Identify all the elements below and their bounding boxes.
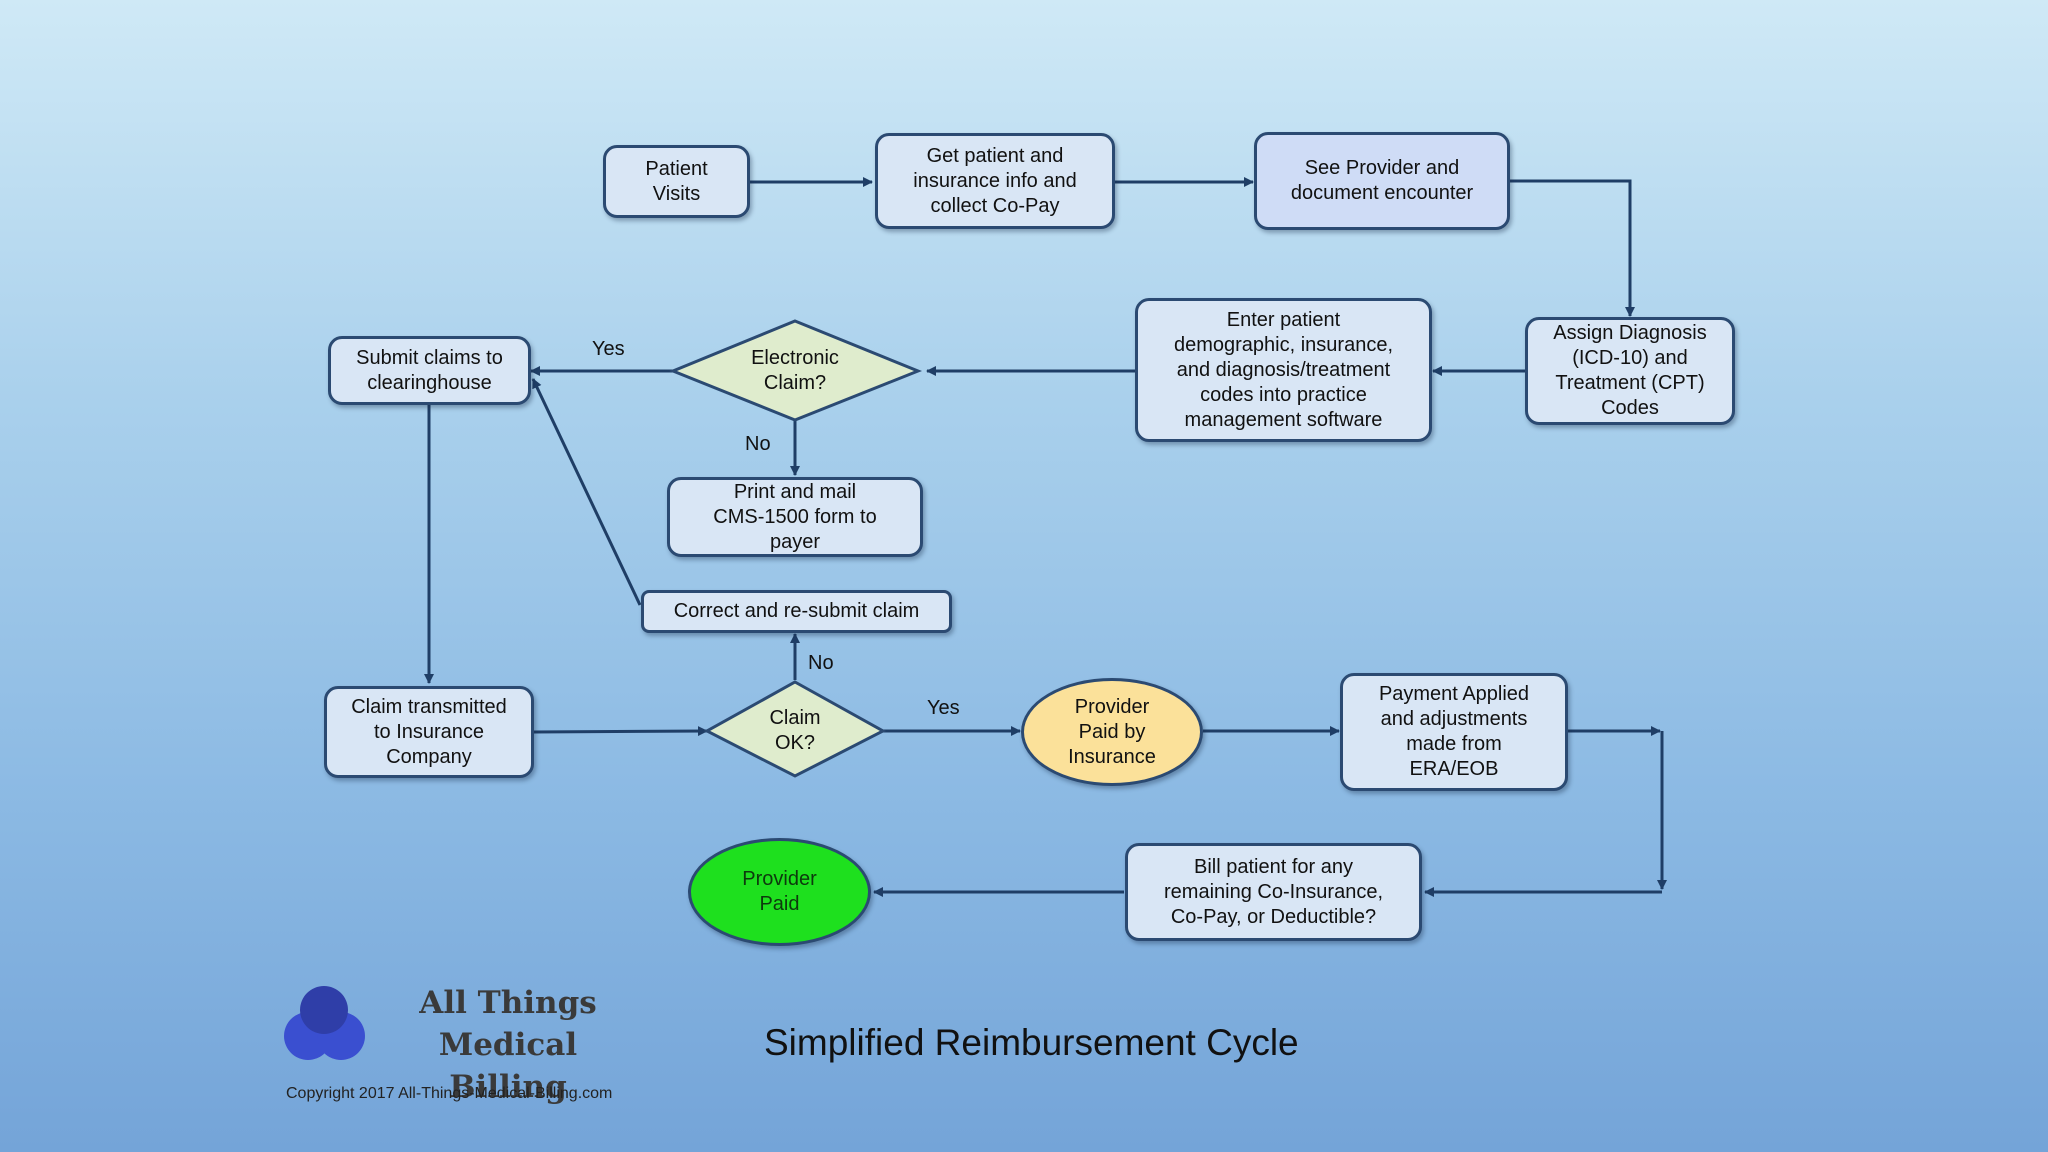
edge-label-electronic-yes: Yes	[592, 338, 625, 360]
submit-claims-label: Submit claims to clearinghouse	[356, 346, 503, 394]
patient-visits-box[interactable]: Patient Visits	[603, 145, 750, 218]
claim-transmitted-box[interactable]: Claim transmitted to Insurance Company	[324, 686, 534, 778]
logo-text: All Things Medical Billing	[378, 982, 638, 1108]
enter-data-box[interactable]: Enter patient demographic, insurance, an…	[1135, 298, 1432, 442]
assign-codes-label: Assign Diagnosis (ICD-10) and Treatment …	[1553, 322, 1707, 419]
enter-data-label: Enter patient demographic, insurance, an…	[1173, 308, 1393, 431]
payment-applied-label: Payment Applied and adjustments made fro…	[1378, 683, 1530, 780]
electronic-claim-text[interactable]: Electronic Claim?	[690, 341, 900, 401]
get-info-box[interactable]: Get patient and insurance info and colle…	[875, 133, 1115, 229]
bill-patient-label: Bill patient for any remaining Co-Insura…	[1164, 855, 1383, 928]
claim-ok-text[interactable]: Claim OK?	[745, 706, 845, 756]
payment-applied-box[interactable]: Payment Applied and adjustments made fro…	[1340, 673, 1568, 791]
edge-label-claimok-no: No	[808, 652, 834, 674]
electronic-claim-label: Electronic Claim?	[751, 347, 839, 394]
logo-line2: Medical Billing	[438, 1027, 578, 1105]
logo-line1: All Things	[419, 985, 597, 1021]
get-info-label: Get patient and insurance info and colle…	[913, 144, 1077, 217]
claim-ok-label: Claim OK?	[769, 707, 821, 754]
correct-resubmit-box[interactable]: Correct and re-submit claim	[641, 590, 952, 633]
arrow-provider-to-codes	[1510, 179, 1635, 317]
bill-patient-box[interactable]: Bill patient for any remaining Co-Insura…	[1125, 843, 1422, 941]
provider-paid-by-insurance-label: Provider Paid by Insurance	[1068, 695, 1156, 768]
patient-visits-label: Patient Visits	[645, 157, 708, 205]
claim-transmitted-label: Claim transmitted to Insurance Company	[351, 695, 507, 768]
provider-paid-oval[interactable]: Provider Paid	[688, 838, 871, 946]
electronic-claim-diamond	[669, 319, 923, 422]
see-provider-box[interactable]: See Provider and document encounter	[1254, 132, 1510, 230]
copyright-text: Copyright 2017 All-Things-Medical-Billin…	[286, 1085, 613, 1102]
provider-paid-by-insurance-oval[interactable]: Provider Paid by Insurance	[1021, 678, 1203, 786]
assign-codes-box[interactable]: Assign Diagnosis (ICD-10) and Treatment …	[1525, 317, 1735, 425]
print-mail-label: Print and mail CMS-1500 form to payer	[713, 480, 877, 553]
claim-ok-diamond	[703, 680, 887, 778]
correct-resubmit-label: Correct and re-submit claim	[673, 600, 920, 622]
arrow-transmitted-to-claimok	[533, 726, 708, 737]
submit-claims-box[interactable]: Submit claims to clearinghouse	[328, 336, 531, 405]
edge-label-claimok-yes: Yes	[927, 697, 960, 719]
provider-paid-label: Provider Paid	[742, 868, 817, 915]
diagram-title: Simplified Reimbursement Cycle	[764, 1022, 1299, 1063]
logo-circle-top	[300, 986, 348, 1034]
arrow-correct-to-submit	[531, 378, 642, 606]
edge-label-electronic-no: No	[745, 433, 771, 455]
see-provider-label: See Provider and document encounter	[1290, 157, 1474, 204]
print-mail-box[interactable]: Print and mail CMS-1500 form to payer	[667, 477, 923, 557]
